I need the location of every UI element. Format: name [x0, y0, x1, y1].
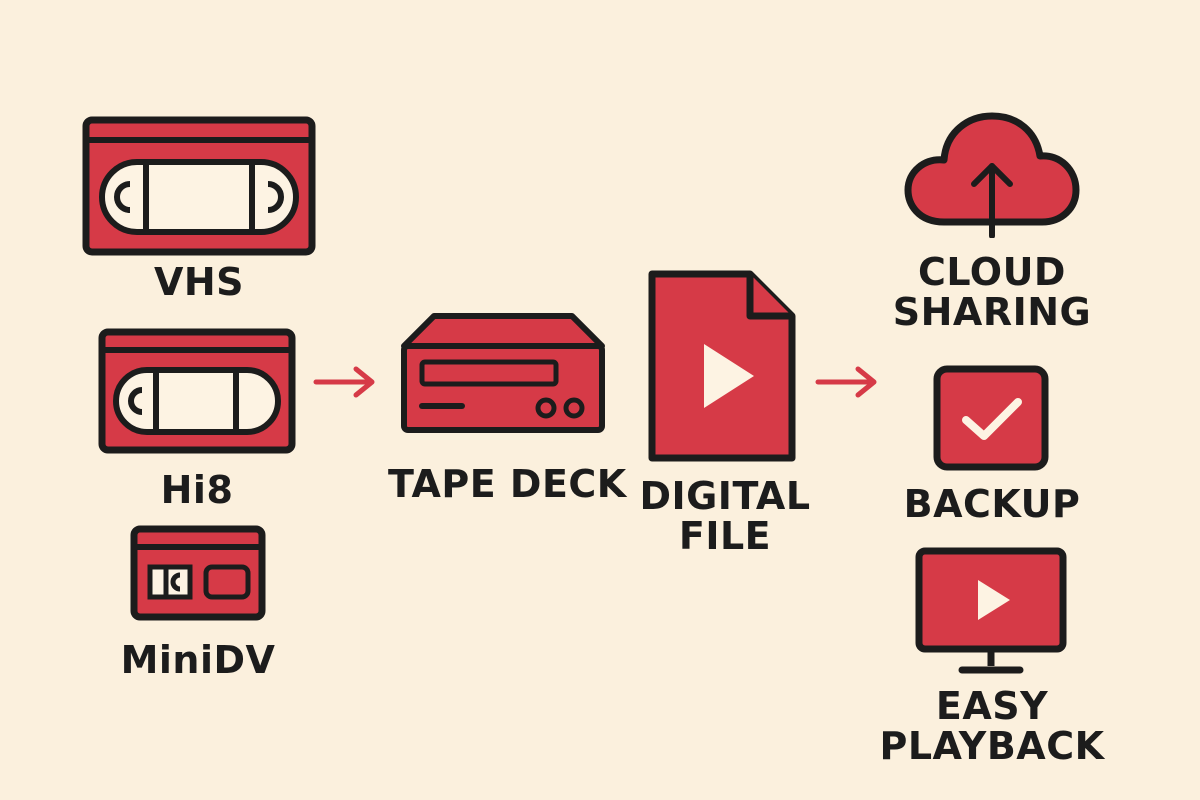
- tape-deck-label: TAPE DECK: [388, 462, 627, 506]
- minidv-cassette-icon: [130, 525, 266, 621]
- cloud-sharing-label-line1: CLOUD: [918, 250, 1066, 294]
- digital-file-label: DIGITAL FILE: [630, 476, 820, 556]
- tape-deck-icon: [401, 313, 605, 433]
- cloud-sharing-label-line2: SHARING: [892, 290, 1092, 334]
- easy-playback-label-line1: EASY: [935, 684, 1049, 728]
- digital-file-label-line1: DIGITAL: [639, 474, 811, 518]
- easy-playback-label-line2: PLAYBACK: [879, 724, 1105, 768]
- cloud-sharing-label: CLOUD SHARING: [880, 252, 1104, 332]
- vhs-cassette-icon: [82, 116, 316, 256]
- backup-label: BACKUP: [903, 482, 1081, 526]
- minidv-label: MiniDV: [120, 638, 276, 682]
- arrow-right-icon: [313, 366, 375, 398]
- digital-file-label-line2: FILE: [678, 514, 772, 558]
- hi8-cassette-icon: [98, 328, 296, 454]
- arrow-right-icon: [815, 366, 877, 398]
- monitor-play-icon: [915, 547, 1067, 674]
- hi8-label: Hi8: [160, 468, 234, 512]
- easy-playback-label: EASY PLAYBACK: [876, 686, 1108, 766]
- cloud-upload-icon: [904, 112, 1080, 238]
- video-file-icon: [648, 270, 796, 462]
- checkbox-icon: [933, 365, 1049, 471]
- vhs-label: VHS: [153, 260, 245, 304]
